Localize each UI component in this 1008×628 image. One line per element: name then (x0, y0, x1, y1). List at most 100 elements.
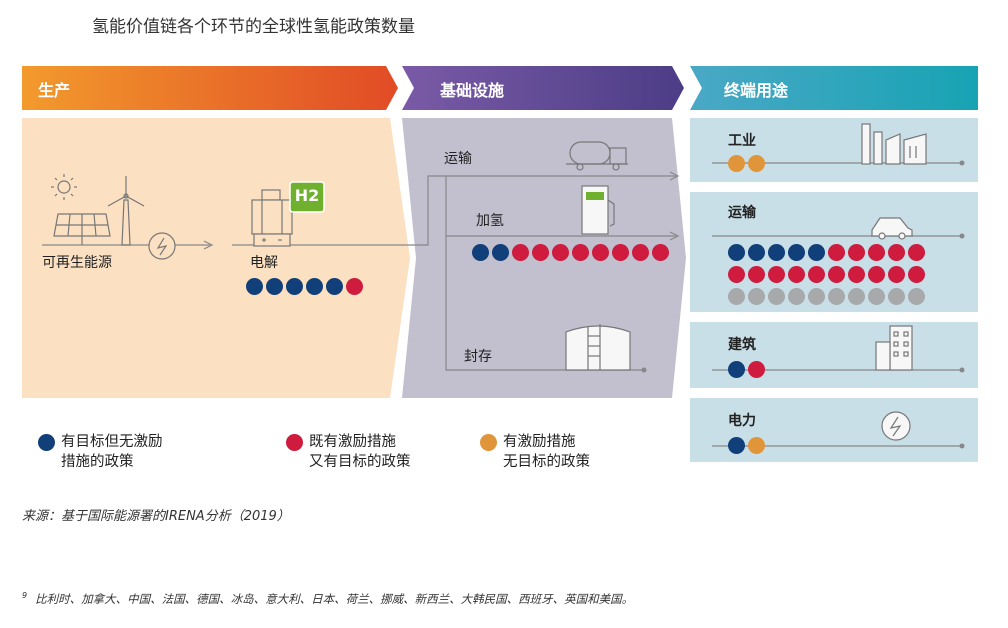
policy-dot-gray (888, 288, 905, 305)
policy-dot-gray (728, 288, 745, 305)
h2-badge-text: H2 (294, 186, 320, 205)
electrolysis-label: 电解 (250, 255, 278, 271)
policy-dot-red (532, 244, 549, 261)
policy-dot-navy (306, 278, 323, 295)
footnote: 9 比利时、加拿大、中国、法国、德国、冰岛、意大利、日本、荷兰、挪威、新西兰、大韩… (22, 591, 633, 607)
policy-dot-red (512, 244, 529, 261)
policy-dot-navy (728, 361, 745, 378)
policy-dot-orange (748, 155, 765, 172)
policy-dot-orange (728, 155, 745, 172)
end-use-header-bar (690, 66, 978, 110)
fuel-pump-icon (581, 185, 615, 235)
policy-dot-navy (266, 278, 283, 295)
legend-red-line1: 既有激励措施 (309, 434, 396, 450)
tanker-truck-icon (566, 141, 628, 171)
policy-dot-red (828, 266, 845, 283)
policy-dot-navy (728, 244, 745, 261)
legend-dot-red (286, 434, 303, 451)
policy-dot-red (632, 244, 649, 261)
production-header-bar (22, 66, 398, 110)
policy-dot-navy (788, 244, 805, 261)
policy-dot-red (768, 266, 785, 283)
policy-dot-gray (808, 288, 825, 305)
industry-box (690, 118, 978, 182)
infrastructure-header-bar (402, 66, 684, 110)
buildings-label: 建筑 (728, 337, 756, 353)
building-icon (875, 325, 913, 371)
electricity-icon (881, 411, 911, 441)
policy-dot-orange (748, 437, 765, 454)
policy-dot-red (728, 266, 745, 283)
legend-item-orange: 有激励措施无目标的政策 (480, 432, 590, 472)
industry-label: 工业 (728, 133, 756, 149)
footnote-text: 比利时、加拿大、中国、法国、德国、冰岛、意大利、日本、荷兰、挪威、新西兰、大韩民… (35, 592, 634, 606)
refuel-label: 加氢 (476, 213, 504, 229)
policy-dot-red (592, 244, 609, 261)
policy-dot-red (788, 266, 805, 283)
refuel-dots (472, 244, 669, 261)
legend-dot-navy (38, 434, 55, 451)
legend-item-red: 既有激励措施又有目标的政策 (286, 432, 411, 472)
footnote-marker: 9 (22, 591, 28, 601)
buildings-dots (728, 361, 765, 378)
electrolyser-icon (251, 189, 293, 247)
policy-dot-gray (868, 288, 885, 305)
policy-dot-red (828, 244, 845, 261)
policy-dot-red (848, 244, 865, 261)
legend-navy-line2: 措施的政策 (61, 454, 134, 470)
renewable-label: 可再生能源 (42, 255, 112, 271)
transport-dots-row-2 (728, 266, 925, 283)
legend-orange-line1: 有激励措施 (503, 434, 576, 450)
source-note: 来源：基于国际能源署的IRENA分析（2019） (22, 509, 290, 524)
h2-icon (289, 181, 325, 213)
factory-icon (861, 123, 927, 165)
policy-dot-red (748, 266, 765, 283)
figure-title: 氢能价值链各个环节的全球性氢能政策数量 (92, 17, 415, 37)
legend-item-navy: 有目标但无激励措施的政策 (38, 432, 163, 472)
power-label: 电力 (728, 413, 756, 429)
car-icon (871, 217, 913, 240)
policy-dot-red (908, 266, 925, 283)
buildings-box (690, 322, 978, 388)
transport-infra-label: 运输 (444, 151, 472, 167)
policy-dot-red (748, 361, 765, 378)
policy-dot-red (908, 244, 925, 261)
policy-dot-red (346, 278, 363, 295)
transport-dots-row-1 (728, 244, 925, 261)
policy-dot-gray (768, 288, 785, 305)
transport-label: 运输 (728, 205, 756, 221)
policy-dot-gray (848, 288, 865, 305)
electrolysis-dots (246, 278, 363, 295)
transport-dots-row-3 (728, 288, 925, 305)
infrastructure-header: 基础设施 (440, 81, 505, 100)
policy-dot-red (848, 266, 865, 283)
legend-red-line2: 又有目标的政策 (309, 454, 411, 470)
sun-icon (51, 174, 77, 200)
policy-dot-navy (286, 278, 303, 295)
solar-panel-icon (53, 213, 111, 245)
policy-dot-navy (472, 244, 489, 261)
wind-turbine-icon (107, 176, 145, 246)
policy-dot-red (888, 266, 905, 283)
policy-dot-gray (788, 288, 805, 305)
policy-dot-red (808, 266, 825, 283)
power-dots (728, 437, 765, 454)
policy-dot-navy (748, 244, 765, 261)
storage-tank-icon (565, 324, 631, 371)
policy-dot-red (868, 266, 885, 283)
policy-dot-red (868, 244, 885, 261)
production-header: 生产 (38, 81, 71, 100)
policy-dot-gray (908, 288, 925, 305)
policy-dot-red (888, 244, 905, 261)
policy-dot-red (652, 244, 669, 261)
legend-navy-line1: 有目标但无激励 (61, 434, 163, 450)
policy-dot-gray (828, 288, 845, 305)
policy-dot-navy (768, 244, 785, 261)
end-use-header: 终端用途 (724, 81, 789, 100)
power-symbol-icon (148, 232, 176, 260)
policy-dot-red (612, 244, 629, 261)
policy-dot-red (572, 244, 589, 261)
policy-dot-navy (492, 244, 509, 261)
policy-dot-red (552, 244, 569, 261)
legend-orange-line2: 无目标的政策 (503, 454, 590, 470)
